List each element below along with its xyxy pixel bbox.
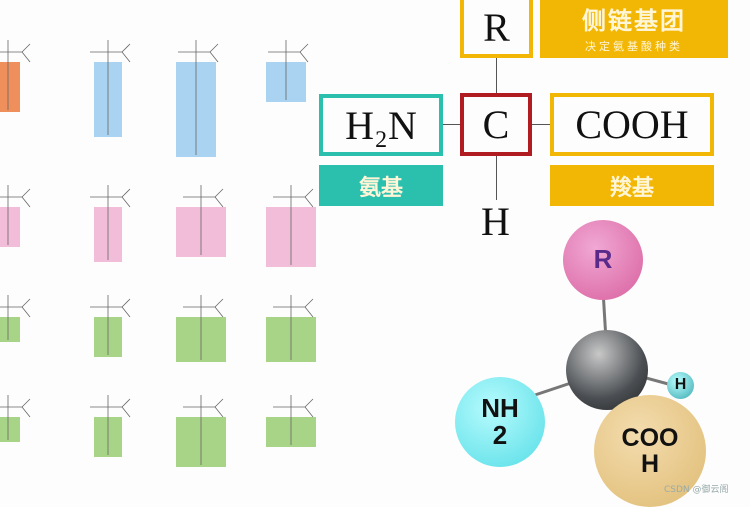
bond-line (304, 188, 314, 198)
bond-line-top (496, 56, 497, 96)
side-chain-highlight (0, 207, 20, 247)
bond-line (304, 398, 314, 408)
bond-line (121, 43, 131, 53)
side-chain-highlight (0, 62, 20, 112)
alpha-carbon-box: C (460, 93, 532, 156)
bond-line (21, 188, 31, 198)
amino-acid-structure (266, 185, 316, 267)
amino-acid-structure (0, 40, 31, 112)
amino-acid-structure (266, 40, 309, 102)
bond-line (304, 306, 314, 318)
bond-line (209, 43, 219, 53)
side-chain-label: 侧链基团 (582, 6, 686, 35)
bond-line (21, 51, 31, 63)
amino-acid-structure (90, 395, 131, 457)
bond-line (209, 51, 219, 63)
bond-line (21, 298, 31, 308)
bond-line (121, 306, 131, 318)
bond-line (121, 398, 131, 408)
amino-acid-structures-grid (0, 40, 316, 467)
r-group-box: R (460, 0, 533, 58)
carboxyl-group-box: COOH (550, 93, 714, 156)
bond-line (214, 188, 224, 198)
carboxyl-ball-line1: COO (621, 423, 679, 452)
bond-line (21, 196, 31, 208)
side-chain-label-box: 侧链基团 决定氨基酸种类 (540, 0, 728, 58)
carboxyl-ball-line2: H (640, 450, 660, 478)
amino-ball-line2: 2 (492, 420, 508, 450)
bond-line-left (440, 124, 462, 125)
amino-acid-structure (0, 185, 31, 247)
amino-acid-structure (176, 295, 226, 362)
bond-line (214, 298, 224, 308)
bond-line (21, 306, 31, 318)
side-chain-highlight (0, 317, 20, 342)
amino-acid-structure (266, 295, 316, 362)
bond-line (214, 398, 224, 408)
amino-acid-structure (0, 395, 31, 442)
bond-line (214, 306, 224, 318)
amino-ball: NH 2 (455, 377, 545, 467)
hydrogen-ball: H (667, 372, 694, 399)
amino-acid-structure (176, 185, 226, 257)
bond-line (214, 196, 224, 208)
bond-line (121, 188, 131, 198)
hydrogen-label: H (481, 199, 510, 244)
bond-line (121, 196, 131, 208)
bond-line (299, 43, 309, 53)
bond-line (21, 406, 31, 418)
bond-line-right (530, 124, 552, 125)
amino-acid-structure (176, 40, 219, 157)
r-group-ball: R (563, 220, 643, 300)
amino-acid-structure (90, 295, 131, 357)
bond-line (299, 51, 309, 63)
amino-acid-structure (266, 395, 316, 447)
carboxyl-ball: COO H (594, 395, 706, 507)
amino-acid-structure (90, 40, 131, 137)
bond-line (121, 51, 131, 63)
bond-line (121, 406, 131, 418)
side-chain-highlight (0, 417, 20, 442)
bond-line (304, 196, 314, 208)
amino-label: 氨基 (319, 165, 443, 206)
bond-line (304, 406, 314, 418)
bond-line-bottom (496, 154, 497, 200)
side-chain-sub: 决定氨基酸种类 (585, 39, 683, 53)
amino-ball-line1: NH (481, 392, 519, 423)
bond-line (304, 298, 314, 308)
amino-group-box: H₂N (319, 94, 443, 156)
amino-acid-structure (0, 295, 31, 342)
bond-line (121, 298, 131, 308)
bond-line (214, 406, 224, 418)
carboxyl-label: 羧基 (550, 165, 714, 206)
amino-acid-structure (90, 185, 131, 262)
bond-line (21, 398, 31, 408)
watermark: CSDN @御云阁 (664, 485, 729, 495)
amino-acid-structure (176, 395, 226, 467)
bond-line (21, 43, 31, 53)
